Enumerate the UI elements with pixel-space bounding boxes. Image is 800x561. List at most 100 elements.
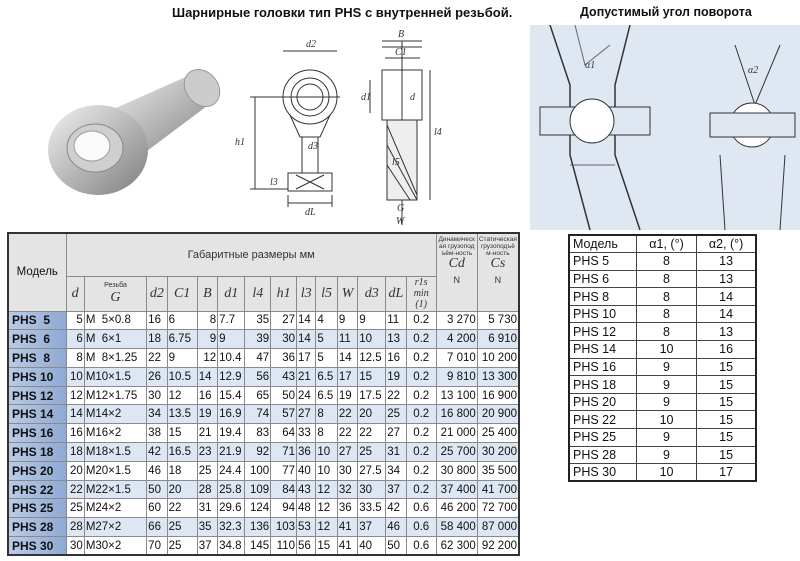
- angle-cell: 14: [696, 287, 757, 306]
- value-cell: 109: [244, 479, 272, 500]
- value-cell: 16 800: [435, 404, 478, 425]
- value-cell: 10.4: [217, 348, 246, 368]
- angle-cell: 9: [635, 392, 698, 412]
- value-cell: 28: [65, 517, 85, 538]
- model-cell: PHS 28: [568, 445, 637, 465]
- value-cell: 12: [315, 517, 338, 538]
- value-cell: 22: [336, 423, 359, 444]
- model-cell: PHS 22: [7, 479, 67, 500]
- angle-cell: 8: [635, 269, 698, 289]
- value-cell: 71: [270, 442, 297, 462]
- value-cell: 50: [270, 385, 297, 406]
- label-h1: h1: [235, 137, 245, 148]
- value-cell: 64: [270, 423, 297, 444]
- model-cell: PHS 28: [7, 517, 67, 538]
- value-cell: 36: [270, 348, 297, 368]
- value-cell: 57: [270, 404, 297, 425]
- value-cell: 22: [385, 385, 407, 406]
- label-g: G: [397, 203, 404, 214]
- value-cell: 25: [385, 404, 407, 425]
- value-cell: 37: [357, 517, 387, 538]
- value-cell: 34: [385, 460, 407, 481]
- value-cell: 136: [244, 517, 272, 538]
- model-cell: PHS 25: [7, 498, 67, 519]
- value-cell: 46 200: [435, 498, 478, 519]
- value-cell: 30 200: [476, 442, 520, 462]
- model-cell: PHS 18: [568, 375, 637, 394]
- value-cell: 8: [196, 310, 219, 331]
- value-cell: 5 730: [476, 310, 520, 331]
- value-cell: 12.9: [217, 366, 246, 387]
- value-cell: 8: [65, 348, 85, 368]
- value-cell: 124: [244, 498, 272, 519]
- angle-title: Допустимый угол поворота: [580, 5, 752, 19]
- header-col-3: C1: [166, 275, 198, 312]
- value-cell: 33.5: [357, 498, 387, 519]
- value-cell: 10 200: [476, 348, 520, 368]
- value-cell: 4 200: [435, 329, 478, 350]
- model-cell: PHS 14: [7, 404, 67, 425]
- value-cell: 0.2: [405, 423, 437, 444]
- value-cell: 15: [166, 423, 198, 444]
- value-cell: 70: [146, 536, 168, 556]
- value-cell: 0.6: [405, 498, 437, 519]
- value-cell: 16.5: [166, 442, 198, 462]
- angle-cell: 15: [696, 392, 757, 412]
- value-cell: 15: [315, 536, 338, 556]
- value-cell: 60: [146, 498, 168, 519]
- angle-cell: 8: [635, 304, 698, 324]
- value-cell: 74: [244, 404, 272, 425]
- value-cell: 56: [295, 536, 317, 556]
- header-col-0: d: [65, 275, 85, 312]
- value-cell: 41: [336, 517, 359, 538]
- value-cell: 19.4: [217, 423, 246, 444]
- value-cell: 0.2: [405, 366, 437, 387]
- angle-cell: 8: [635, 252, 698, 271]
- value-cell: 4: [315, 310, 338, 331]
- value-cell: 22: [65, 479, 85, 500]
- value-cell: 9: [196, 329, 219, 350]
- model-cell: PHS 6: [568, 269, 637, 289]
- value-cell: 18: [65, 442, 85, 462]
- value-cell: 8: [315, 404, 338, 425]
- angle-cell: 10: [635, 463, 698, 482]
- value-cell: 14: [196, 366, 219, 387]
- angle-cell: 9: [635, 375, 698, 394]
- value-cell: 0.2: [405, 348, 437, 368]
- value-cell: 12: [65, 385, 85, 406]
- angle-cell: 9: [635, 357, 698, 377]
- value-cell: M12×1.75: [83, 385, 148, 406]
- angle-cell: 10: [635, 340, 698, 359]
- value-cell: 62 300: [435, 536, 478, 556]
- header-col-8: l3: [295, 275, 317, 312]
- value-cell: M18×1.5: [83, 442, 148, 462]
- value-cell: 25: [65, 498, 85, 519]
- value-cell: 41: [336, 536, 359, 556]
- value-cell: 0.2: [405, 329, 437, 350]
- header-col-11: d3: [357, 275, 387, 312]
- dynamic-load-label: Динамическая грузоподъём-ность: [438, 236, 475, 257]
- angle-cell: 16: [696, 340, 757, 359]
- value-cell: 17: [295, 348, 317, 368]
- value-cell: 6.75: [166, 329, 198, 350]
- value-cell: 5: [315, 348, 338, 368]
- value-cell: 19: [385, 366, 407, 387]
- value-cell: 37: [196, 536, 219, 556]
- value-cell: 21.9: [217, 442, 246, 462]
- value-cell: 12: [196, 348, 219, 368]
- value-cell: 14: [295, 329, 317, 350]
- value-cell: M22×1.5: [83, 479, 148, 500]
- header-col-12: dL: [385, 275, 407, 312]
- value-cell: M 8×1.25: [83, 348, 148, 368]
- header-alpha2: α2, (°): [696, 234, 757, 254]
- value-cell: 0.2: [405, 479, 437, 500]
- value-cell: 40: [357, 536, 387, 556]
